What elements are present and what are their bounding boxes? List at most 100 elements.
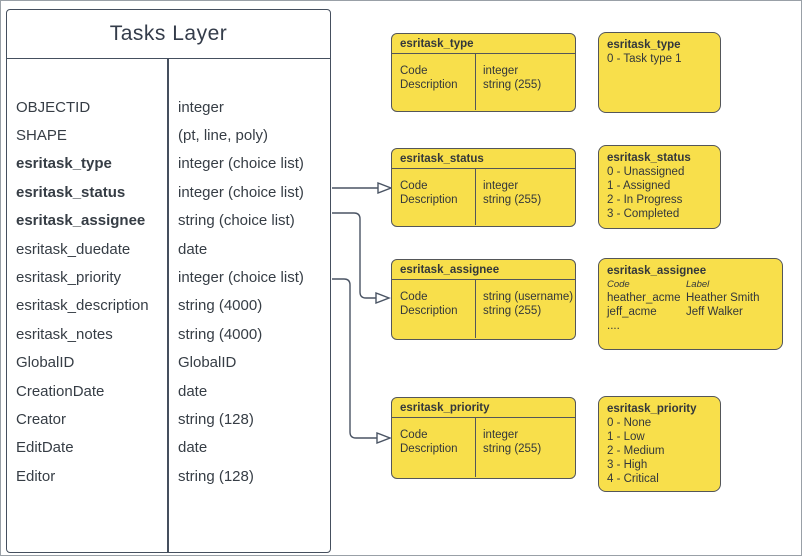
field-type: GlobalID — [178, 354, 237, 372]
field-name: Description — [400, 442, 458, 455]
field-row: esritask_duedate date — [7, 235, 330, 263]
code-table-title: esritask_assignee — [392, 260, 575, 280]
column-divider — [475, 54, 476, 110]
field-type: integer (choice list) — [178, 269, 304, 287]
field-name: esritask_duedate — [16, 240, 131, 258]
field-row: GlobalID GlobalID — [7, 349, 330, 377]
value-box-status: esritask_status 0 - Unassigned 1 - Assig… — [598, 145, 721, 229]
value-box-assignee: esritask_assignee Code Label heather_acm… — [598, 258, 783, 350]
field-type: string (4000) — [178, 297, 263, 315]
column-divider — [167, 59, 169, 552]
field-name: Code — [400, 180, 428, 192]
value-line: 3 - Completed — [607, 208, 680, 220]
field-name: esritask_priority — [16, 269, 122, 287]
field-row: Editor string (128) — [7, 462, 330, 490]
value-box-title: esritask_assignee — [607, 265, 707, 277]
value-code: heather_acme — [607, 292, 681, 304]
field-type: integer (choice list) — [178, 183, 304, 201]
code-table-title: esritask_type — [392, 34, 575, 54]
code-table-title: esritask_status — [392, 149, 575, 169]
value-label: Jeff Walker — [686, 306, 743, 318]
field-name: Description — [400, 304, 458, 317]
value-box-title: esritask_priority — [607, 403, 697, 415]
field-row: esritask_assignee string (choice list) — [7, 207, 330, 235]
value-line: 1 - Low — [607, 431, 645, 443]
field-name: esritask_description — [16, 297, 149, 315]
column-divider — [475, 418, 476, 477]
field-name: Code — [400, 291, 428, 303]
value-ellipsis: .... — [607, 320, 620, 332]
field-type: date — [178, 439, 208, 457]
value-box-type: esritask_type 0 - Task type 1 — [598, 32, 721, 113]
code-table-title: esritask_priority — [392, 398, 575, 418]
value-col-header: Code — [607, 279, 630, 290]
tasks-layer-header: Tasks Layer — [7, 10, 330, 59]
field-type: string (255) — [483, 193, 542, 206]
field-type: integer — [483, 429, 519, 441]
field-row: esritask_description string (4000) — [7, 292, 330, 320]
field-type: date — [178, 240, 208, 258]
field-type: date — [178, 382, 208, 400]
field-name: Editor — [16, 467, 56, 485]
field-name: Code — [400, 65, 428, 77]
field-row: esritask_notes string (4000) — [7, 320, 330, 348]
arrowhead — [375, 291, 391, 305]
value-code: jeff_acme — [607, 306, 657, 318]
value-line: 1 - Assigned — [607, 180, 671, 192]
field-row: esritask_status integer (choice list) — [7, 178, 330, 206]
field-type: integer — [483, 180, 519, 192]
value-line: 0 - Unassigned — [607, 166, 685, 178]
tasks-layer-rows: OBJECTID integer SHAPE (pt, line, poly) es… — [7, 59, 330, 552]
field-name: OBJECTID — [16, 98, 91, 116]
field-name: EditDate — [16, 439, 74, 457]
field-row: esritask_priority integer (choice list) — [7, 263, 330, 291]
field-type: string (128) — [178, 410, 254, 428]
field-type: string (4000) — [178, 325, 263, 343]
field-name: Creator — [16, 410, 67, 428]
field-name: Description — [400, 78, 458, 91]
field-name: Description — [400, 193, 458, 206]
field-type: string (choice list) — [178, 212, 295, 230]
value-box-priority: esritask_priority 0 - None 1 - Low 2 - M… — [598, 396, 721, 492]
field-type: integer — [483, 65, 519, 77]
field-type: (pt, line, poly) — [178, 127, 269, 145]
value-line: 0 - None — [607, 417, 652, 429]
field-type: integer — [178, 98, 224, 116]
value-line: 2 - In Progress — [607, 194, 683, 206]
column-divider — [475, 280, 476, 338]
value-box-title: esritask_status — [607, 152, 691, 164]
value-col-header: Label — [686, 279, 710, 290]
field-type: string (username) — [483, 291, 574, 303]
connector-assignee — [332, 212, 376, 299]
value-line: 0 - Task type 1 — [607, 53, 682, 65]
field-type: integer (choice list) — [178, 155, 304, 173]
field-row: SHAPE (pt, line, poly) — [7, 121, 330, 149]
value-box-title: esritask_type — [607, 39, 681, 51]
connector-priority — [332, 278, 377, 439]
arrowhead — [376, 431, 392, 445]
field-row: EditDate date — [7, 434, 330, 462]
arrowhead — [377, 181, 393, 195]
field-name: SHAPE — [16, 127, 67, 145]
field-type: string (255) — [483, 78, 542, 91]
field-name: esritask_status — [16, 183, 126, 201]
value-line: 2 - Medium — [607, 445, 665, 457]
field-name: esritask_assignee — [16, 212, 146, 230]
field-name: esritask_notes — [16, 325, 113, 343]
tasks-layer-table: Tasks Layer OBJECTID integer SHAPE (pt, li… — [6, 9, 331, 553]
field-row: esritask_type integer (choice list) — [7, 150, 330, 178]
field-name: esritask_type — [16, 155, 112, 173]
field-name: GlobalID — [16, 354, 75, 372]
tasks-layer-title: Tasks Layer — [109, 22, 228, 45]
field-type: string (128) — [178, 467, 254, 485]
field-type: string (255) — [483, 304, 542, 317]
value-line: 3 - High — [607, 459, 648, 471]
